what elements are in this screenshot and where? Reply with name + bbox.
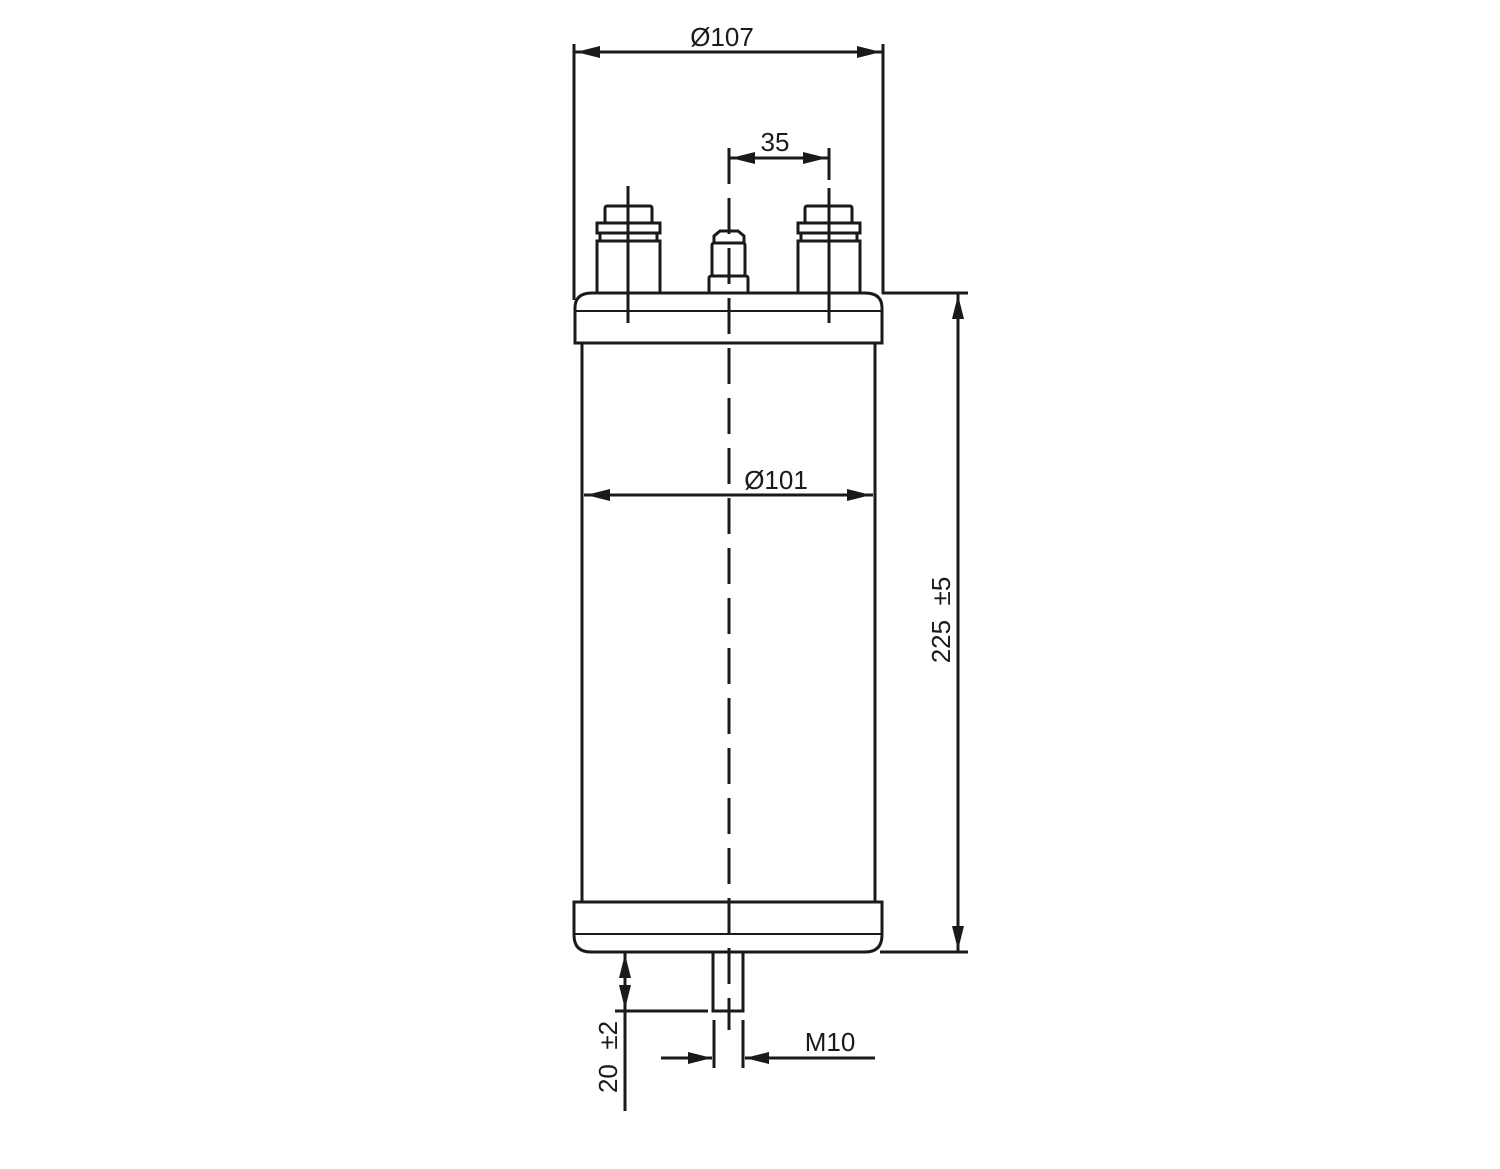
dim-body-diameter-label: Ø101 bbox=[744, 465, 808, 495]
dim-stud-length-label: 20 ±2 bbox=[593, 1021, 623, 1093]
dim-body-diameter: Ø101 bbox=[584, 465, 873, 501]
dim-outer-diameter-label: Ø107 bbox=[690, 22, 754, 52]
left-terminal bbox=[595, 186, 662, 323]
capacitor-body bbox=[580, 343, 877, 902]
dim-thread: M10 bbox=[661, 1020, 875, 1068]
dim-stud-length: 20 ±2 bbox=[593, 952, 708, 1111]
dim-height-label: 225 ±5 bbox=[926, 577, 956, 664]
dim-outer-diameter: Ø107 bbox=[572, 22, 885, 300]
dim-thread-label: M10 bbox=[805, 1027, 856, 1057]
right-terminal bbox=[796, 204, 862, 323]
dim-height: 225 ±5 bbox=[880, 291, 968, 954]
dim-terminal-spacing: 35 bbox=[729, 127, 831, 212]
dim-terminal-spacing-label: 35 bbox=[761, 127, 790, 157]
